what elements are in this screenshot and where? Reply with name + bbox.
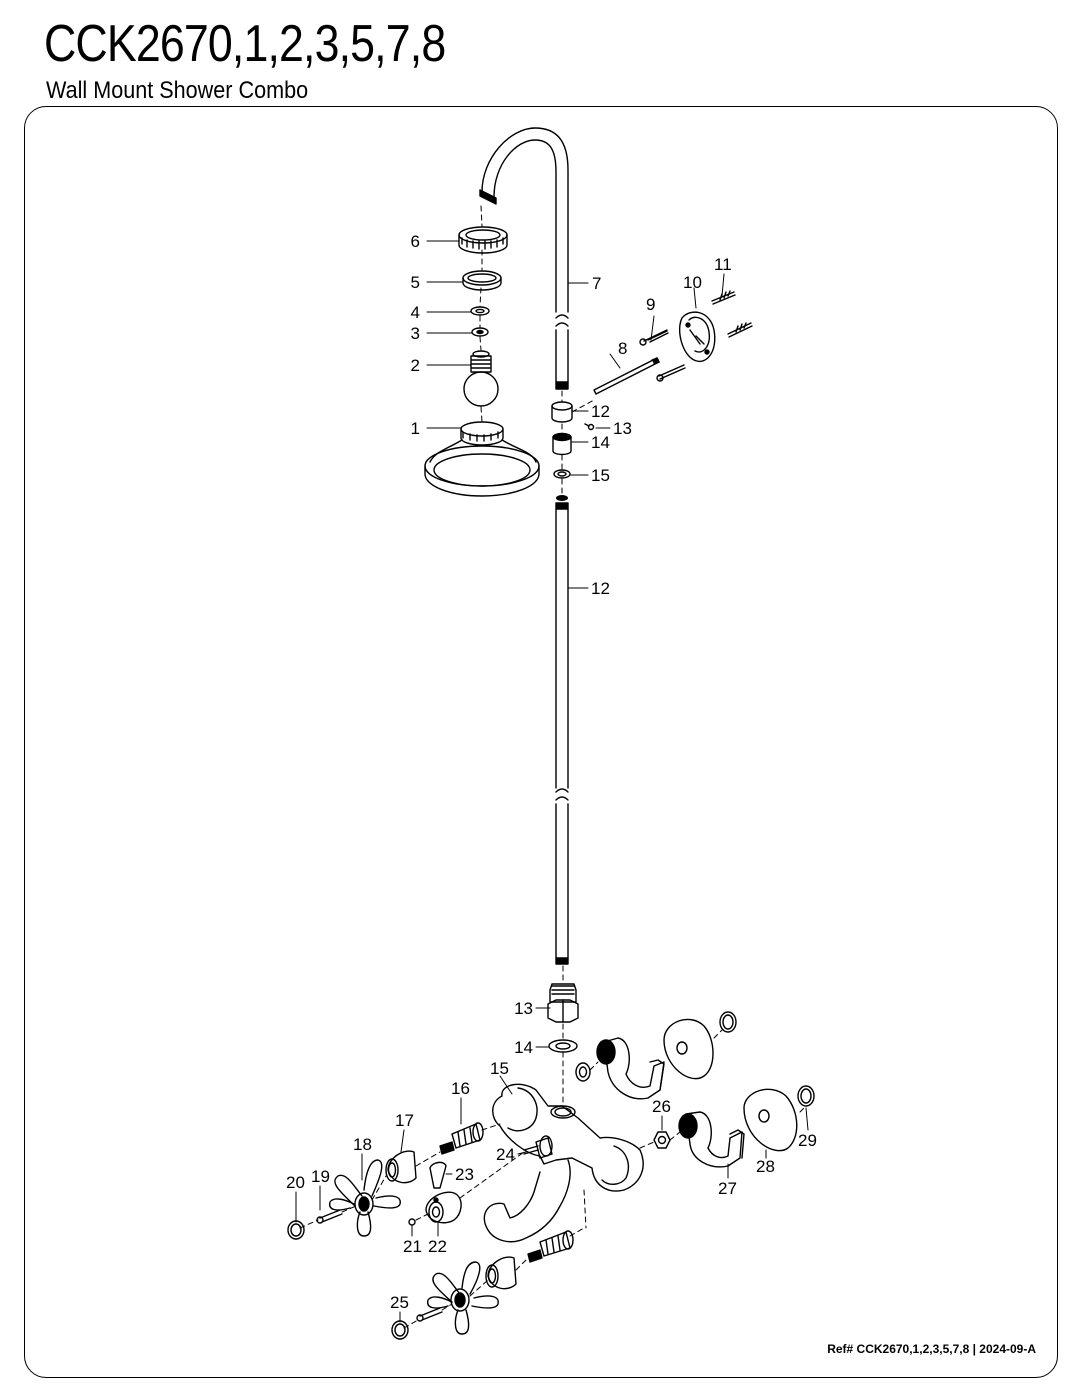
part-24-diverter-stem [523, 1135, 553, 1159]
product-subtitle: Wall Mount Shower Combo [46, 77, 309, 104]
part-4-washer [470, 306, 490, 316]
part-29-washer [797, 1085, 815, 1107]
part-13-union-nut [547, 983, 579, 1023]
callout-17: 17 [395, 1111, 414, 1130]
part-16-cartridge [439, 1122, 484, 1155]
part-15-valve-body [483, 1083, 644, 1243]
diagram-frame [24, 106, 1058, 1378]
part-11-anchor-screws [656, 290, 753, 382]
callout-19: 19 [311, 1167, 330, 1186]
callout-5: 5 [411, 273, 420, 292]
callout-4: 4 [411, 303, 420, 322]
part-27-eccentric-elbow [678, 1111, 745, 1168]
part-20-index-button [287, 1220, 305, 1240]
callout-15-washer: 15 [591, 466, 610, 485]
callout-13-union-nut: 13 [514, 999, 533, 1018]
callout-1: 1 [411, 419, 420, 438]
callout-14-lower-washer: 14 [514, 1038, 533, 1057]
callout-2: 2 [411, 356, 420, 375]
part-10-wall-flange [678, 311, 716, 363]
part-2-ball-joint [463, 350, 499, 407]
part-13-set-screw [584, 423, 595, 431]
part-14-nut [552, 432, 572, 456]
part-17-handle-cap [385, 1150, 417, 1184]
callout-22: 22 [428, 1237, 447, 1256]
part-21-screw [408, 1218, 416, 1226]
part-5-ring [462, 270, 502, 291]
lower-handle-cap [485, 1256, 517, 1290]
part-1-shower-head [424, 421, 540, 497]
callout-12-coupling: 12 [591, 402, 610, 421]
upper-eccentric-elbow [575, 1037, 665, 1100]
part-8-support-rod [593, 357, 660, 395]
part-14-washer-lower [548, 1039, 578, 1053]
leader-lines [295, 240, 809, 1323]
callout-16: 16 [451, 1079, 470, 1098]
part-18-cross-handle [329, 1159, 401, 1237]
part-23-diverter-lever [429, 1161, 447, 1189]
part-12-riser-pipe [555, 502, 569, 965]
callout-27: 27 [718, 1179, 737, 1198]
part-3-washer [471, 327, 489, 337]
model-title: CCK2670,1,2,3,5,7,8 [44, 15, 446, 73]
part-6-threaded-ring [458, 226, 508, 254]
assembly-lines [299, 205, 807, 1329]
callout-29: 29 [798, 1131, 817, 1150]
callout-18: 18 [353, 1135, 372, 1154]
callout-23: 23 [455, 1165, 474, 1184]
part-7-gooseneck-riser [479, 127, 569, 390]
callout-12-pipe: 12 [591, 579, 610, 598]
callout-8: 8 [618, 339, 627, 358]
part-26-washer [653, 1131, 671, 1149]
part-28-flange [743, 1088, 798, 1152]
callout-10: 10 [683, 273, 702, 292]
callout-3: 3 [411, 324, 420, 343]
lower-cross-handle [427, 1261, 499, 1335]
callout-9: 9 [646, 295, 655, 314]
part-19-handle-screw [316, 1209, 343, 1224]
callout-6: 6 [411, 232, 420, 251]
lower-cartridge [527, 1230, 574, 1263]
callout-26: 26 [652, 1097, 671, 1116]
callout-21: 21 [403, 1237, 422, 1256]
part-25-index-button [391, 1320, 409, 1340]
upper-wall-flange [663, 1011, 737, 1080]
callout-24: 24 [496, 1145, 515, 1164]
lower-handle-screw [416, 1307, 443, 1322]
document-reference: Ref# CCK2670,1,2,3,5,7,8 | 2024-09-A [827, 1342, 1036, 1356]
part-9-screw [639, 329, 669, 346]
callout-labels: 6 5 4 3 2 1 7 8 9 10 11 12 13 14 15 12 1… [286, 232, 817, 1312]
callout-14-nut: 14 [591, 433, 610, 452]
callout-13-set-screw: 13 [613, 419, 632, 438]
part-12-slip-coupling [551, 401, 573, 423]
callout-20: 20 [286, 1173, 305, 1192]
callout-28: 28 [756, 1157, 775, 1176]
callout-11: 11 [714, 255, 732, 274]
callout-15-valve-body: 15 [490, 1059, 509, 1078]
part-22-diverter-knob [425, 1191, 462, 1224]
callout-25: 25 [390, 1293, 409, 1312]
callout-7: 7 [592, 274, 601, 293]
part-15-washer [553, 469, 571, 479]
